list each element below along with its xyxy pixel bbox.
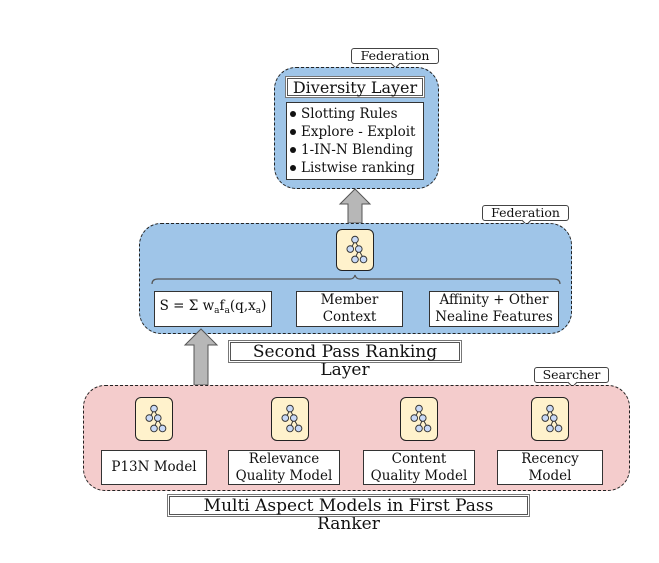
arrow-up-icon: [183, 328, 219, 386]
list-item: Slotting Rules: [290, 105, 423, 123]
box-label-line: Affinity + Other: [439, 292, 549, 308]
score-formula: S = Σ wafa(q,xa): [159, 298, 267, 316]
diversity-rules-list: Slotting Rules Explore - Exploit 1-IN-N …: [287, 105, 423, 177]
list-item: Listwise ranking: [290, 159, 423, 177]
tree-model-icon: [531, 397, 569, 441]
model-label-line: Relevance: [248, 450, 320, 467]
affinity-features-box: Affinity + Other Nealine Features: [429, 291, 559, 327]
recency-model-box: Recency Model: [497, 450, 603, 485]
box-label-line: Member: [320, 292, 379, 308]
model-label-line: P13N Model: [111, 459, 197, 475]
brace-connector: [151, 274, 561, 285]
first-pass-title: Multi Aspect Models in First Pass Ranker: [167, 494, 530, 533]
box-label-line: Context: [322, 309, 377, 325]
model-label-line: Recency: [521, 450, 579, 467]
model-label-line: Model: [528, 467, 572, 484]
member-context-box: Member Context: [296, 291, 403, 327]
box-label-line: Nealine Features: [435, 309, 553, 325]
model-label-line: Quality Model: [370, 467, 468, 484]
model-label-line: Quality Model: [235, 467, 333, 484]
model-label-line: Content: [391, 450, 447, 467]
list-item: Explore - Exploit: [290, 123, 423, 141]
tree-model-icon: [400, 397, 438, 441]
content-quality-model-box: Content Quality Model: [363, 450, 475, 485]
relevance-quality-model-box: Relevance Quality Model: [228, 450, 340, 485]
second-pass-tag: Federation: [482, 205, 569, 221]
score-formula-box: S = Σ wafa(q,xa): [154, 291, 272, 327]
diversity-rules-box: Slotting Rules Explore - Exploit 1-IN-N …: [286, 102, 424, 180]
list-item: 1-IN-N Blending: [290, 141, 423, 159]
tree-model-icon: [271, 397, 309, 441]
arrow-up-icon: [338, 188, 372, 224]
diversity-layer-title: Diversity Layer: [285, 76, 425, 98]
diversity-layer-tag: Federation: [351, 48, 439, 64]
p13n-model-box: P13N Model: [101, 450, 207, 485]
second-pass-title: Second Pass Ranking Layer: [228, 340, 462, 379]
tree-model-icon: [135, 397, 173, 441]
searcher-tag: Searcher: [534, 367, 609, 383]
tree-model-icon: [336, 229, 374, 271]
